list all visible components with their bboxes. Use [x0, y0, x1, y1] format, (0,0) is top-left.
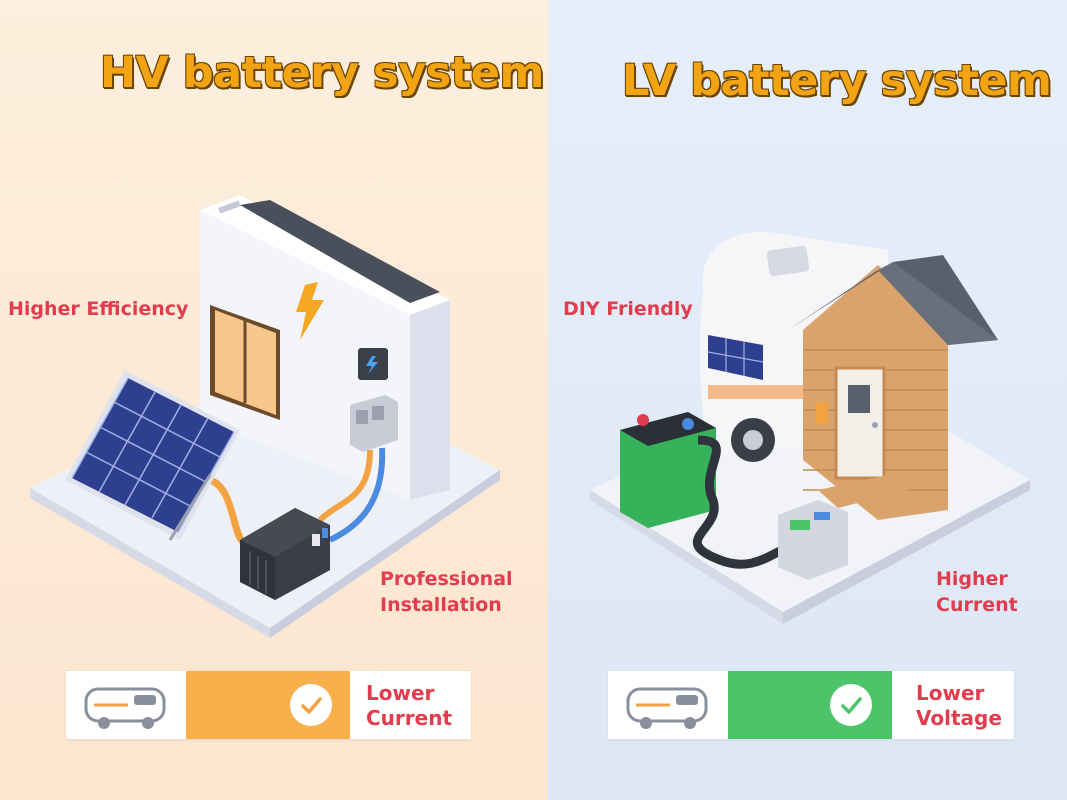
lv-label-diy: DIY Friendly [563, 298, 693, 320]
hv-label-efficiency: Higher Efficiency [8, 298, 189, 320]
lv-camper-illustration [590, 231, 1030, 624]
hv-summary-bar: Lower Current [66, 671, 471, 739]
lv-label-current-line1: Higher [936, 568, 1008, 590]
lv-panel: LV battery system [548, 0, 1067, 800]
rv-icon [608, 671, 728, 739]
check-icon [830, 684, 872, 726]
lv-bar-text: Lower Voltage [916, 681, 1002, 731]
lv-summary-bar: Lower Voltage [608, 671, 1014, 739]
lv-bar-fill [728, 671, 892, 739]
lv-title: LV battery system [622, 56, 1052, 106]
hv-panel: HV battery system [0, 0, 548, 800]
hv-label-installation-line2: Installation [380, 594, 502, 616]
hv-house-illustration [30, 195, 500, 638]
hv-bar-text: Lower Current [366, 681, 452, 731]
lv-bar-line2: Voltage [916, 706, 1002, 730]
rv-icon [66, 671, 186, 739]
lv-label-current-line2: Current [936, 594, 1018, 616]
hv-bar-line1: Lower [366, 681, 435, 705]
hv-bar-fill [186, 671, 350, 739]
hv-label-installation-line1: Professional [380, 568, 513, 590]
lightning-icon [296, 282, 324, 340]
check-icon [290, 684, 332, 726]
hv-bar-line2: Current [366, 706, 453, 730]
lv-bar-line1: Lower [916, 681, 985, 705]
hv-title: HV battery system [100, 48, 544, 98]
